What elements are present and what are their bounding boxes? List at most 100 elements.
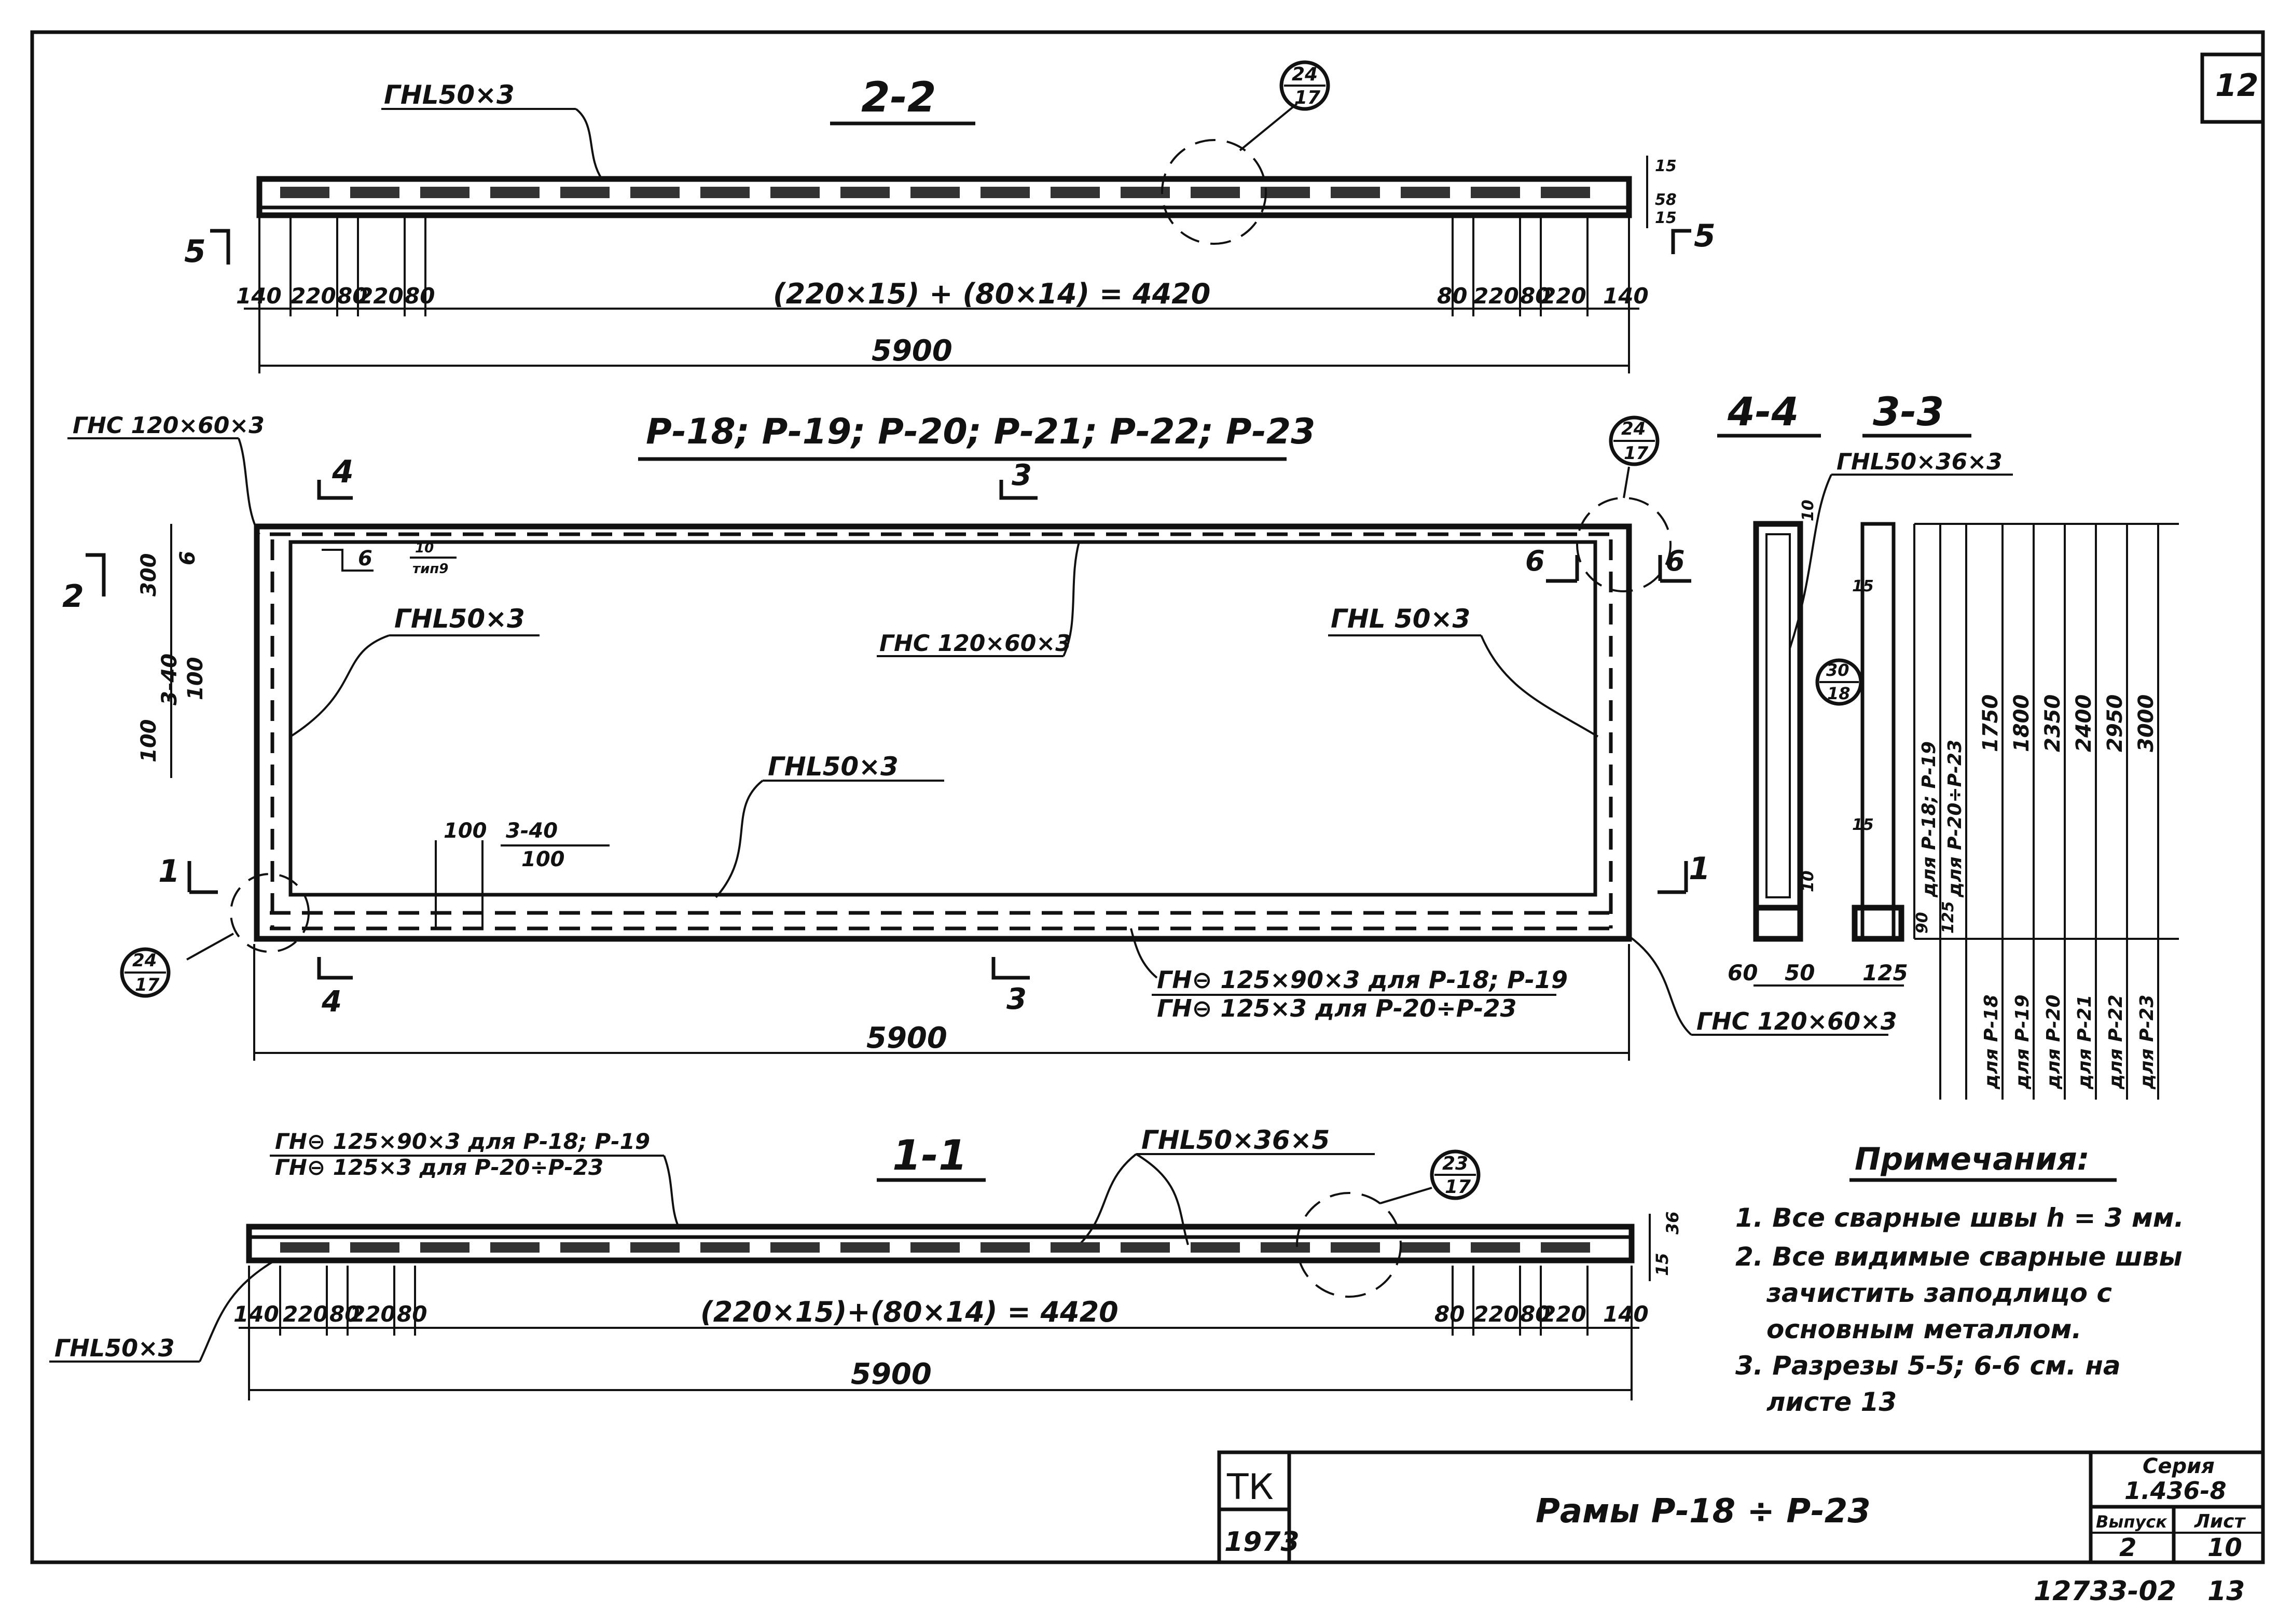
title-block-year: 1973 xyxy=(1224,1526,1300,1558)
leader-curve xyxy=(238,438,260,535)
note-line-6: листе 13 xyxy=(1766,1387,1897,1417)
beam-1-1-slots xyxy=(280,1242,1590,1253)
callout-leader xyxy=(1239,103,1298,151)
dim-small-15a: 15 xyxy=(1852,577,1874,595)
section-3-3-title: 3-3 xyxy=(1873,388,1944,435)
callout-tr-top: 24 xyxy=(1621,419,1646,439)
callout-bubble-bl xyxy=(120,947,171,998)
dim-total: 5900 xyxy=(851,1357,932,1391)
detail-circle-bl xyxy=(230,873,310,953)
variant-label-1: для Р-18; Р-19 xyxy=(1918,741,1940,898)
cut-mark-5-left xyxy=(210,229,230,265)
side-dim-b: 58 xyxy=(1655,191,1677,209)
sheet-number-box xyxy=(2200,52,2265,124)
callout-tr-bottom: 17 xyxy=(1624,443,1649,464)
cut-mark-4-top-label: 4 xyxy=(332,454,354,490)
frame-dim-total: 5900 xyxy=(866,1021,947,1055)
dim-right-0: 80 xyxy=(1437,283,1467,309)
height-2400: 2400 xyxy=(2072,695,2096,752)
frame-inner-label: ГНС 120×60×3 xyxy=(879,630,1071,657)
leader-curve xyxy=(1628,935,1692,1036)
dim-right-3: 220 xyxy=(1541,283,1586,309)
frame-top-profile: ГНС 120×60×3 xyxy=(73,412,265,439)
dim-left-3: 220 xyxy=(358,283,404,309)
dim-left-4: 80 xyxy=(397,1301,427,1327)
weld-size: 6 xyxy=(358,547,372,571)
section-1-1-profile-top: ГНL50×36×5 xyxy=(1141,1125,1330,1155)
dim-left-1: 220 xyxy=(291,283,336,309)
dim-left-2: 80 xyxy=(329,1301,360,1327)
height-label-p18: для Р-18 xyxy=(1981,994,2002,1090)
section-2-2: 2-2 ГНL50×3 24 17 5 5 xyxy=(184,60,1716,373)
left-dim-100b: 100 xyxy=(137,719,161,763)
weld-note-top: 10 xyxy=(415,540,434,556)
callout-bubble xyxy=(1430,1149,1481,1200)
cut-mark-4-top xyxy=(317,480,353,500)
callout-bubble xyxy=(1815,658,1863,706)
title-block-sheet-label: Лист xyxy=(2194,1511,2246,1532)
note-line-1: 1. Все сварные швы h = 3 мм. xyxy=(1735,1203,2184,1233)
height-label-p22: для Р-22 xyxy=(2105,994,2127,1090)
dim-left-4: 80 xyxy=(405,283,435,309)
height-1800: 1800 xyxy=(2010,695,2034,752)
dim-bottom-60: 60 xyxy=(1728,960,1758,985)
dim-right-0: 80 xyxy=(1434,1301,1465,1327)
cut-mark-4-bottom-label: 4 xyxy=(321,985,342,1019)
cut-mark-1-left xyxy=(187,861,218,894)
title-block-issue-label: Выпуск xyxy=(2096,1512,2167,1532)
title-block: ТК 1973 Рамы Р-18 ÷ Р-23 Серия 1.436-8 В… xyxy=(1217,1450,2265,1564)
side-dim-a: 36 xyxy=(1663,1211,1682,1234)
beam-1-1 xyxy=(246,1224,1635,1264)
cut-mark-3-bottom-label: 3 xyxy=(1006,982,1027,1016)
callout-top: 30 xyxy=(1826,660,1849,680)
leader-curve xyxy=(1078,1153,1137,1246)
section-2-2-profile-label: ГНL50×3 xyxy=(384,80,515,110)
section-2-2-title: 2-2 xyxy=(861,73,936,121)
beam-2-2-slots xyxy=(280,187,1590,198)
section-1-1-profile-left: ГНL50×3 xyxy=(54,1334,175,1362)
frame-title: Р-18; Р-19; Р-20; Р-21; Р-22; Р-23 xyxy=(646,411,1315,452)
dim-small-10a: 10 xyxy=(1799,499,1817,521)
frame-bottom-profile: ГНL50×3 xyxy=(768,752,899,782)
dim-right-4: 140 xyxy=(1603,1301,1649,1327)
callout-bottom: 18 xyxy=(1827,684,1851,703)
callout-leader xyxy=(186,933,234,961)
dim-formula: (220×15)+(80×14) = 4420 xyxy=(700,1296,1119,1328)
spacing-b: 3-40 xyxy=(506,819,558,843)
dim-small-15b: 15 xyxy=(1852,816,1874,834)
dim-bottom-125: 125 xyxy=(1862,960,1908,985)
frame-left-profile: ГНL50×3 xyxy=(394,604,525,634)
leader-curve xyxy=(199,1259,276,1362)
dim-left-2: 80 xyxy=(337,283,367,309)
spacing-c: 100 xyxy=(521,848,565,871)
dim-chain-ticks xyxy=(258,218,1630,316)
profile-4-4-outer xyxy=(1753,521,1803,942)
callout-bl-top: 24 xyxy=(132,950,157,971)
detail-circle-tr xyxy=(1576,497,1672,592)
cut-mark-6-left xyxy=(1546,555,1579,583)
cut-mark-1-right xyxy=(1658,861,1688,894)
callout-bubble xyxy=(1279,60,1330,111)
section-1-1-note-2: ГН⊖ 125×3 для Р-20÷Р-23 xyxy=(275,1155,603,1180)
callout-bottom: 17 xyxy=(1445,1176,1471,1198)
frame-inner xyxy=(288,540,1597,897)
title-block-series-label: Серия xyxy=(2143,1454,2215,1478)
sheet-number: 12 xyxy=(2215,67,2259,104)
cut-mark-5-left-label: 5 xyxy=(184,233,206,270)
note-line-4: основным металлом. xyxy=(1766,1314,2082,1344)
side-dim-c: 15 xyxy=(1655,209,1677,227)
sheet-frame xyxy=(30,30,2265,1564)
cut-mark-3-top-label: 3 xyxy=(1012,459,1032,492)
profile-4-4-inner xyxy=(1765,533,1791,898)
detail-circle xyxy=(1161,139,1267,245)
dim-chain-ticks xyxy=(248,1266,1633,1336)
profile-3-3-base xyxy=(1852,905,1904,942)
inventory-number: 12733-02 xyxy=(2034,1576,2176,1607)
cut-mark-5-right-label: 5 xyxy=(1694,218,1716,254)
height-label-p20: для Р-20 xyxy=(2043,994,2064,1090)
leader-curve xyxy=(1480,635,1599,738)
dim-left-0: 140 xyxy=(233,1301,279,1327)
height-label-p23: для Р-23 xyxy=(2136,994,2158,1090)
section-4-4: 4-4 3-3 ГНL50×36×3 30 18 10 15 15 10 90 … xyxy=(1717,388,2179,1100)
